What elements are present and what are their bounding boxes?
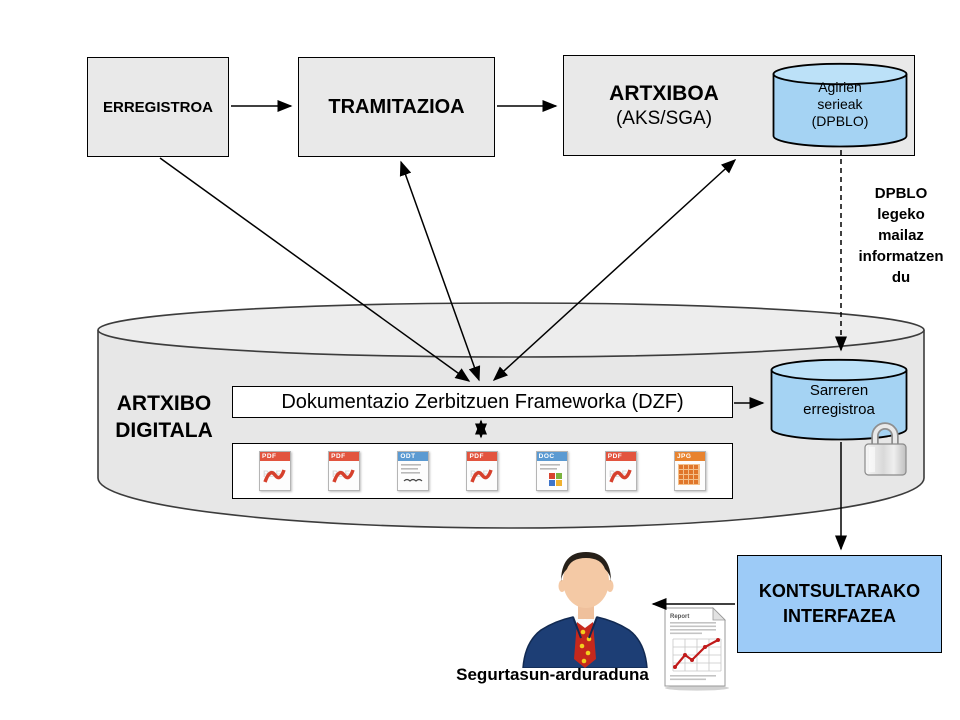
artxiboa-title: ARTXIBOA bbox=[609, 81, 719, 105]
sarreren-label: Sarreren erregistroa bbox=[803, 382, 875, 418]
artxiboa-text: ARTXIBOA (AKS/SGA) bbox=[564, 81, 764, 131]
erregistroa-box: ERREGISTROA bbox=[87, 57, 229, 157]
artxibo-digitala-label: ARTXIBO DIGITALA bbox=[115, 392, 213, 442]
file-icon-pdf: PDF PDF bbox=[604, 451, 637, 491]
documents-box: PDF PDF PDF PDF ODT PDF PDF DOC bbox=[232, 443, 733, 499]
file-icon-odt: ODT bbox=[397, 451, 430, 491]
artxiboa-subtitle: (AKS/SGA) bbox=[615, 107, 713, 129]
dzf-label: Dokumentazio Zerbitzuen Frameworka (DZF) bbox=[281, 390, 684, 413]
file-icon-pdf: PDF PDF bbox=[259, 451, 291, 491]
kontsultarako-interfazea-box: KONTSULTARAKO INTERFAZEA bbox=[737, 555, 942, 653]
file-icon-pdf: PDF PDF bbox=[466, 451, 499, 491]
erregistroa-label: ERREGISTROA bbox=[102, 98, 213, 116]
tramitazioa-label: TRAMITAZIOA bbox=[328, 95, 465, 118]
agirien-serieak-label: Agirien serieak (DPBLO) bbox=[811, 79, 869, 129]
agirien-serieak-cylinder: Agirien serieak (DPBLO) bbox=[772, 62, 908, 148]
svg-text:Report: Report bbox=[670, 614, 689, 620]
dzf-framework-box: Dokumentazio Zerbitzuen Frameworka (DZF) bbox=[232, 386, 733, 418]
file-icon-jpg: JPG bbox=[673, 451, 706, 491]
arrow-tramitazioa-dzf-bidirectional bbox=[399, 160, 481, 382]
tramitazioa-box: TRAMITAZIOA bbox=[298, 57, 495, 157]
arrow-erregistroa-to-dzf bbox=[159, 157, 471, 382]
database-cylinder-icon bbox=[772, 62, 908, 148]
kontsultarako-label: KONTSULTARAKO INTERFAZEA bbox=[758, 581, 921, 626]
businessman-icon bbox=[522, 552, 648, 668]
file-icon-doc: DOC bbox=[535, 451, 568, 491]
person-caption: Segurtasun-arduraduna bbox=[456, 665, 649, 684]
report-document-icon: Report bbox=[664, 607, 729, 691]
file-icon-pdf: PDF PDF bbox=[328, 451, 361, 491]
arrow-artxiboa-dzf-bidirectional bbox=[492, 158, 737, 382]
dpblo-note: DPBLO legeko mailaz informatzen du bbox=[858, 185, 944, 286]
padlock-icon bbox=[864, 422, 907, 476]
